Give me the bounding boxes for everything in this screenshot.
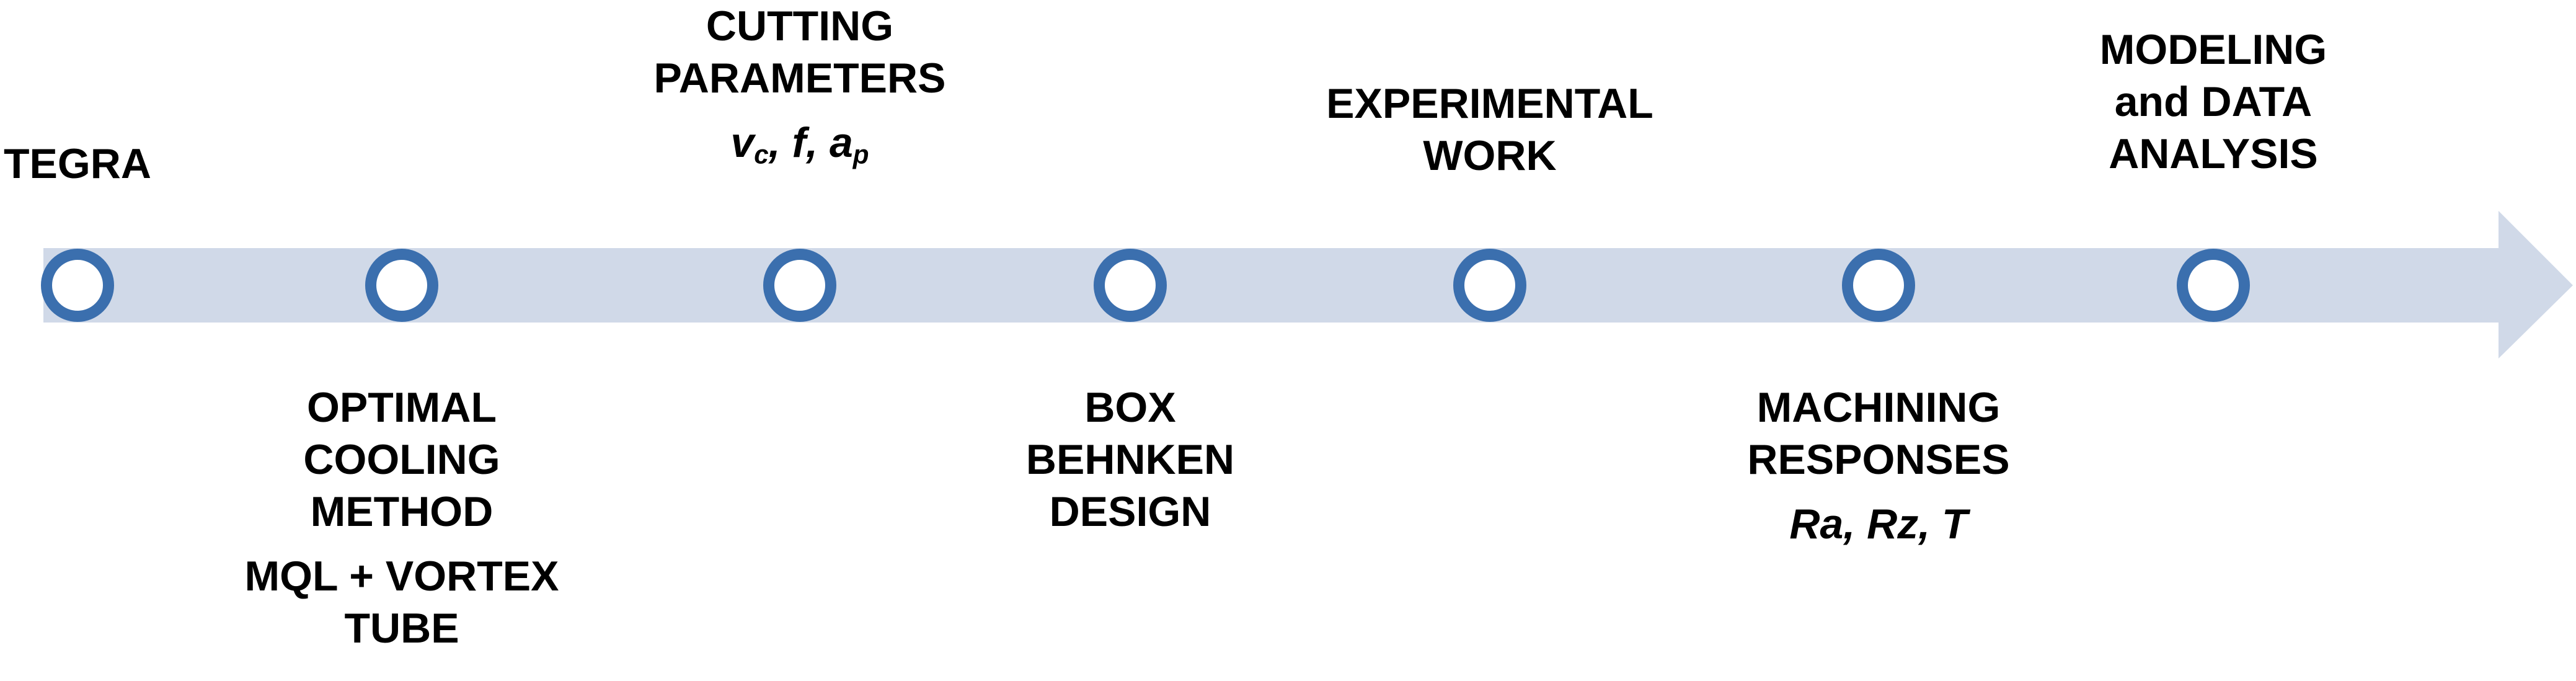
timeline-node-cutting xyxy=(763,249,836,322)
step-label-cooling-method: OPTIMAL COOLING METHOD MQL + VORTEX TUBE xyxy=(245,381,559,654)
step-tegra-line-1: TEGRA xyxy=(4,140,151,187)
step-modeling-line-1: MODELING xyxy=(2099,26,2327,73)
step-box-line-1: BOX xyxy=(1084,384,1176,431)
step-cooling-detail-1: MQL + VORTEX xyxy=(244,553,559,600)
step-label-box-behnken: BOX BEHNKEN DESIGN xyxy=(1026,381,1234,538)
timeline-arrow xyxy=(43,211,2573,358)
formula-subscript: p xyxy=(852,140,869,169)
formula-separator: , xyxy=(806,119,830,166)
formula-symbol: T xyxy=(1942,501,1968,548)
timeline-node-experimental xyxy=(1453,249,1526,322)
formula-separator: , xyxy=(1843,501,1867,548)
timeline-node-tegra xyxy=(41,249,114,322)
step-label-experimental-work: EXPERIMENTAL WORK xyxy=(1326,78,1653,182)
cutting-parameters-formula: vc, f, ap xyxy=(654,117,946,169)
step-responses-line-1: MACHINING xyxy=(1756,384,2001,431)
formula-separator: , xyxy=(768,119,792,166)
step-modeling-line-3: ANALYSIS xyxy=(2109,130,2318,177)
step-cutting-line-1: CUTTING xyxy=(706,2,894,50)
step-label-machining-responses: MACHINING RESPONSES Ra, Rz, T xyxy=(1747,381,2009,550)
step-modeling-line-2: and DATA xyxy=(2114,78,2313,125)
timeline-node-box-behnken xyxy=(1094,249,1167,322)
step-cooling-line-1: OPTIMAL xyxy=(307,384,497,431)
step-experimental-line-2: WORK xyxy=(1423,132,1557,179)
formula-subscript: c xyxy=(754,140,769,169)
timeline-nodes xyxy=(41,249,2250,322)
step-box-line-3: DESIGN xyxy=(1049,488,1211,535)
step-cooling-line-2: COOLING xyxy=(303,436,500,483)
formula-symbol: f xyxy=(792,119,807,166)
step-cooling-detail-2: TUBE xyxy=(344,605,459,652)
formula-separator: , xyxy=(1918,501,1942,548)
formula-symbol: Rz xyxy=(1867,501,1919,548)
formula-symbol: ap xyxy=(829,119,869,169)
step-cooling-line-3: METHOD xyxy=(310,488,494,535)
step-experimental-line-1: EXPERIMENTAL xyxy=(1326,80,1653,127)
step-label-modeling: MODELING and DATA ANALYSIS xyxy=(2100,24,2327,180)
formula-symbol: Ra xyxy=(1789,501,1844,548)
formula-symbol: vc xyxy=(730,119,769,169)
timeline-node-cooling xyxy=(365,249,438,322)
timeline-node-responses xyxy=(1842,249,1915,322)
machining-responses-formula: Ra, Rz, T xyxy=(1747,498,2009,550)
step-label-cutting-parameters: CUTTING PARAMETERS vc, f, ap xyxy=(654,0,946,169)
step-box-line-2: BEHNKEN xyxy=(1025,436,1235,483)
timeline-node-modeling xyxy=(2177,249,2250,322)
step-label-tegra: TEGRA xyxy=(4,138,151,190)
step-responses-line-2: RESPONSES xyxy=(1747,436,2010,483)
step-cutting-line-2: PARAMETERS xyxy=(653,55,946,102)
